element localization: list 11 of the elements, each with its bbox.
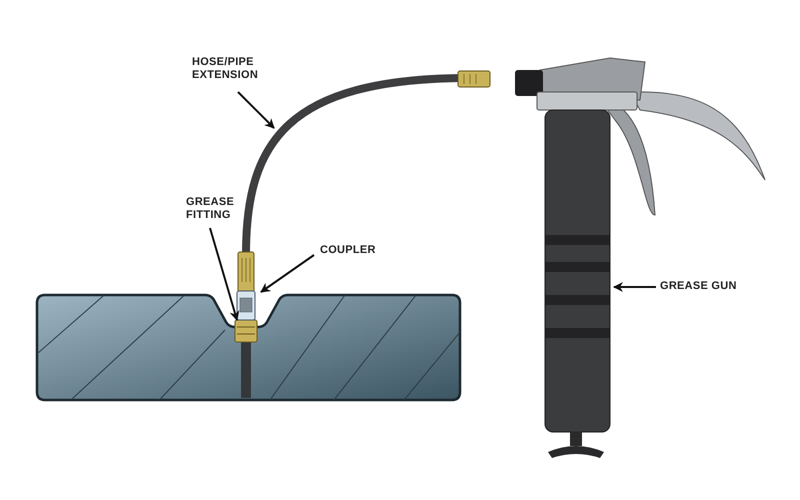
callout-label: GREASE GUN (660, 280, 738, 293)
grease-gun-drawing (515, 58, 766, 458)
callout-label: GREASE FITTING (186, 196, 236, 222)
leader-arrow (209, 228, 240, 321)
leader-arrow (613, 282, 656, 292)
callout-label: COUPLER (320, 244, 377, 257)
coupler-drawing (236, 290, 256, 320)
leader-arrow (237, 91, 275, 129)
callout-label: HOSE/PIPE EXTENSION (192, 56, 260, 82)
grease-fitting-drawing (234, 320, 258, 342)
leader-arrow (260, 254, 315, 293)
